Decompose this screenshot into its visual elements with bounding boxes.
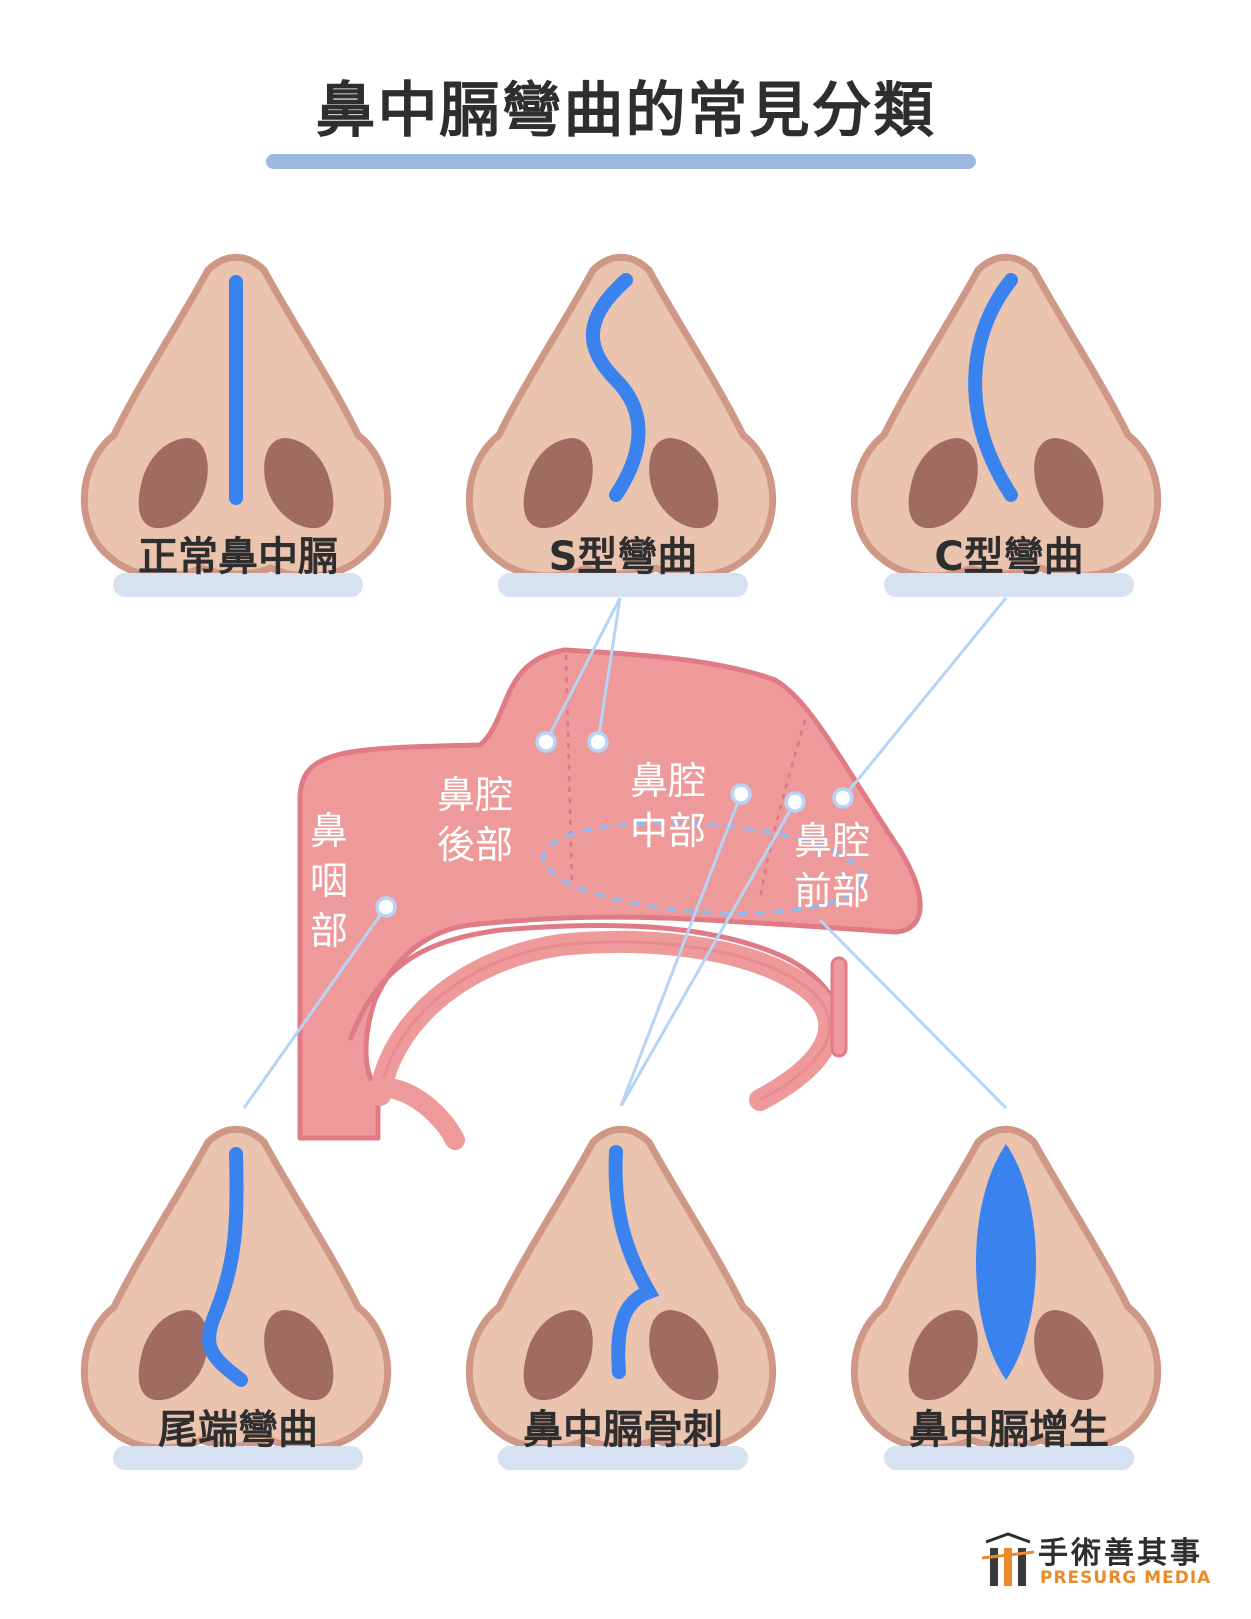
region-anterior: 鼻腔 前部 xyxy=(782,816,882,916)
nose-s-curve xyxy=(461,257,781,576)
region-middle: 鼻腔 中部 xyxy=(618,756,718,856)
label-pill xyxy=(113,573,363,597)
connector-lines xyxy=(242,597,1008,1110)
label-text: 尾端彎曲 xyxy=(158,1407,318,1453)
nasal-cavity xyxy=(297,647,923,1150)
label-pill xyxy=(498,573,748,597)
connector-dot xyxy=(375,896,397,918)
nose-c-curve xyxy=(846,257,1166,576)
connector-dot xyxy=(832,787,854,809)
septum-line xyxy=(608,1145,660,1379)
type-label-normal: 正常鼻中膈 xyxy=(113,525,363,615)
region-posterior-text: 鼻腔 後部 xyxy=(436,773,513,867)
region-nasopharynx-text: 鼻 咽 部 xyxy=(309,809,348,953)
connector-line xyxy=(596,597,622,743)
nose-hypertrophy xyxy=(846,1129,1166,1448)
label-text: S型彎曲 xyxy=(548,534,698,580)
septum-line xyxy=(202,1147,248,1387)
septum-line xyxy=(585,273,646,502)
region-posterior: 鼻腔 後部 xyxy=(425,770,525,870)
type-label-caudal: 尾端彎曲 xyxy=(113,1398,363,1488)
label-pill xyxy=(498,1446,748,1470)
connector-line xyxy=(619,793,743,1107)
connector-line xyxy=(242,906,388,1109)
label-text: C型彎曲 xyxy=(934,534,1084,580)
type-label-c-curve: C型彎曲 xyxy=(884,525,1134,615)
label-pill xyxy=(113,1446,363,1470)
type-label-hypertrophy: 鼻中膈增生 xyxy=(884,1398,1134,1488)
connector-line xyxy=(544,597,622,743)
page-title: 鼻中膈彎曲的常見分類 xyxy=(315,76,936,146)
connector-line xyxy=(841,597,1008,799)
logo-mark-icon xyxy=(981,1532,1035,1586)
nose-straight xyxy=(76,257,396,576)
type-label-spur: 鼻中膈骨刺 xyxy=(498,1398,748,1488)
septum-line xyxy=(968,273,1018,502)
connector-line xyxy=(818,918,1008,1110)
connector-dot xyxy=(784,791,806,813)
nose-illustrations xyxy=(76,257,1166,1448)
label-text: 鼻中膈增生 xyxy=(909,1407,1109,1453)
title-underline xyxy=(266,154,976,169)
logo-english-name: PRESURG MEDIA xyxy=(1040,1568,1212,1588)
region-nasopharynx: 鼻 咽 部 xyxy=(306,806,352,956)
label-text: 正常鼻中膈 xyxy=(138,534,338,580)
label-pill xyxy=(884,573,1134,597)
nose-spur xyxy=(461,1129,781,1448)
region-anterior-text: 鼻腔 前部 xyxy=(793,819,870,913)
label-pill xyxy=(884,1446,1134,1470)
connector-dot xyxy=(730,783,752,805)
connector-dot xyxy=(535,731,557,753)
connector-dot xyxy=(587,731,609,753)
region-middle-text: 鼻腔 中部 xyxy=(629,759,706,853)
type-label-s-curve: S型彎曲 xyxy=(498,525,748,615)
connector-line xyxy=(619,801,797,1107)
septum-hypertrophy xyxy=(976,1144,1036,1380)
brand-logo: 手術善其事 PRESURG MEDIA xyxy=(980,1528,1220,1598)
label-text: 鼻中膈骨刺 xyxy=(523,1407,723,1453)
nose-caudal xyxy=(76,1129,396,1448)
logo-chinese-name: 手術善其事 xyxy=(1038,1536,1203,1571)
